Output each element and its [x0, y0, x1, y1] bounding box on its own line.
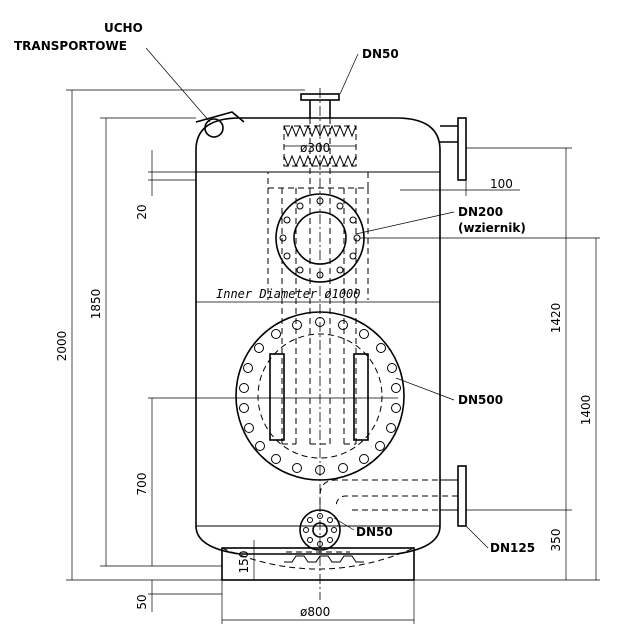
dimension-values: 2000 1850 700 20 150 50 100 1420 1400 35…	[55, 177, 593, 610]
dim-350: 350	[549, 529, 563, 552]
dim-2000: 2000	[55, 331, 69, 362]
center-lines	[148, 88, 398, 600]
lifting-lug	[195, 111, 245, 138]
label-inner-diameter: Inner Diameter ø1000	[216, 287, 361, 301]
dim-1850: 1850	[89, 289, 103, 320]
leader-lines	[145, 47, 489, 549]
nozzle-right-top	[440, 117, 467, 181]
label-dn50-top: DN50	[362, 47, 399, 61]
label-dn125: DN125	[490, 541, 535, 555]
dim-20: 20	[135, 204, 149, 219]
label-dn200: DN200	[458, 205, 503, 219]
dim-700: 700	[135, 473, 149, 496]
label-dn500: DN500	[458, 393, 503, 407]
dim-100: 100	[490, 177, 513, 191]
dim-50: 50	[135, 594, 149, 609]
dim-1400: 1400	[579, 395, 593, 426]
tank-body	[195, 117, 441, 555]
label-phi800: ø800	[300, 605, 330, 619]
label-dn50-bottom: DN50	[356, 525, 393, 539]
support-skirt	[221, 547, 415, 581]
dimension-lines	[66, 89, 600, 624]
dim-150: 150	[237, 551, 251, 574]
label-phi300: ø300	[300, 141, 330, 155]
internal-pipes	[267, 118, 369, 563]
label-wziernik: (wziernik)	[458, 221, 526, 235]
callout-labels: UCHO TRANSPORTOWE DN50 DN200 (wziernik) …	[14, 21, 535, 619]
dim-1420: 1420	[549, 303, 563, 334]
label-transportowe: TRANSPORTOWE	[14, 39, 127, 53]
nozzle-dn125	[319, 465, 467, 527]
label-ucho: UCHO	[104, 21, 143, 35]
